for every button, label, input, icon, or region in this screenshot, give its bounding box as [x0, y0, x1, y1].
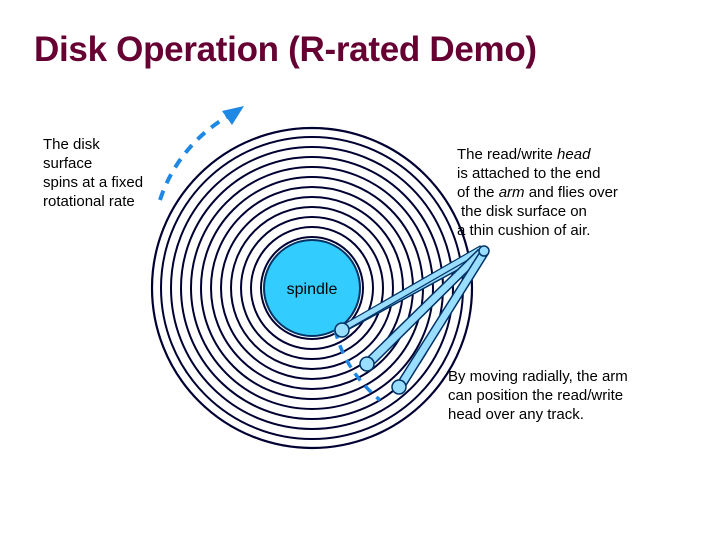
- spin-note-line: rotational rate: [43, 193, 135, 210]
- head-note: The read/write head is attached to the e…: [457, 145, 618, 240]
- spin-note: The disk surface spins at a fixed rotati…: [43, 135, 143, 211]
- arm-note-line: can position the read/write: [448, 387, 624, 404]
- arm-note: By moving radially, the arm can position…: [448, 367, 628, 424]
- arm-sweep-arc: [333, 329, 382, 402]
- head-note-line: The read/write head: [457, 145, 618, 164]
- rotation-arrowhead-icon: [222, 106, 244, 125]
- disk-track: [190, 166, 434, 410]
- head-note-line: of the arm and flies over: [457, 183, 618, 202]
- arm-term: arm: [498, 184, 525, 201]
- head-note-text: The read/write: [457, 146, 558, 163]
- arm-note-line: By moving radially, the arm: [448, 368, 628, 385]
- arm-note-line: head over any track.: [448, 406, 584, 423]
- rotation-arc: [158, 110, 237, 201]
- read-write-head-middle: [359, 356, 375, 372]
- head-note-line: the disk surface on: [461, 203, 587, 220]
- spindle-label: spindle: [287, 281, 338, 298]
- read-write-head-outer: [391, 379, 407, 395]
- disk-track: [170, 146, 454, 430]
- spin-note-line: spins at a fixed: [43, 174, 144, 191]
- head-note-line: a thin cushion of air.: [457, 222, 591, 239]
- spindle: [263, 239, 361, 337]
- disk-track: [220, 196, 404, 380]
- spin-note-line: The disk: [43, 136, 100, 153]
- disk-track: [230, 206, 394, 370]
- slide-title: Disk Operation (R-rated Demo): [34, 30, 537, 69]
- arm-pivot: [478, 245, 490, 257]
- spin-note-line: surface: [43, 155, 93, 172]
- read-write-head-inner: [334, 322, 350, 338]
- disk-track: [240, 216, 384, 360]
- head-term: head: [557, 146, 591, 163]
- disk-track: [260, 236, 364, 340]
- head-note-text: and flies over: [524, 184, 618, 201]
- head-note-line: is attached to the end: [457, 165, 601, 182]
- disk-track: [250, 226, 374, 350]
- head-note-text: of the: [457, 184, 499, 201]
